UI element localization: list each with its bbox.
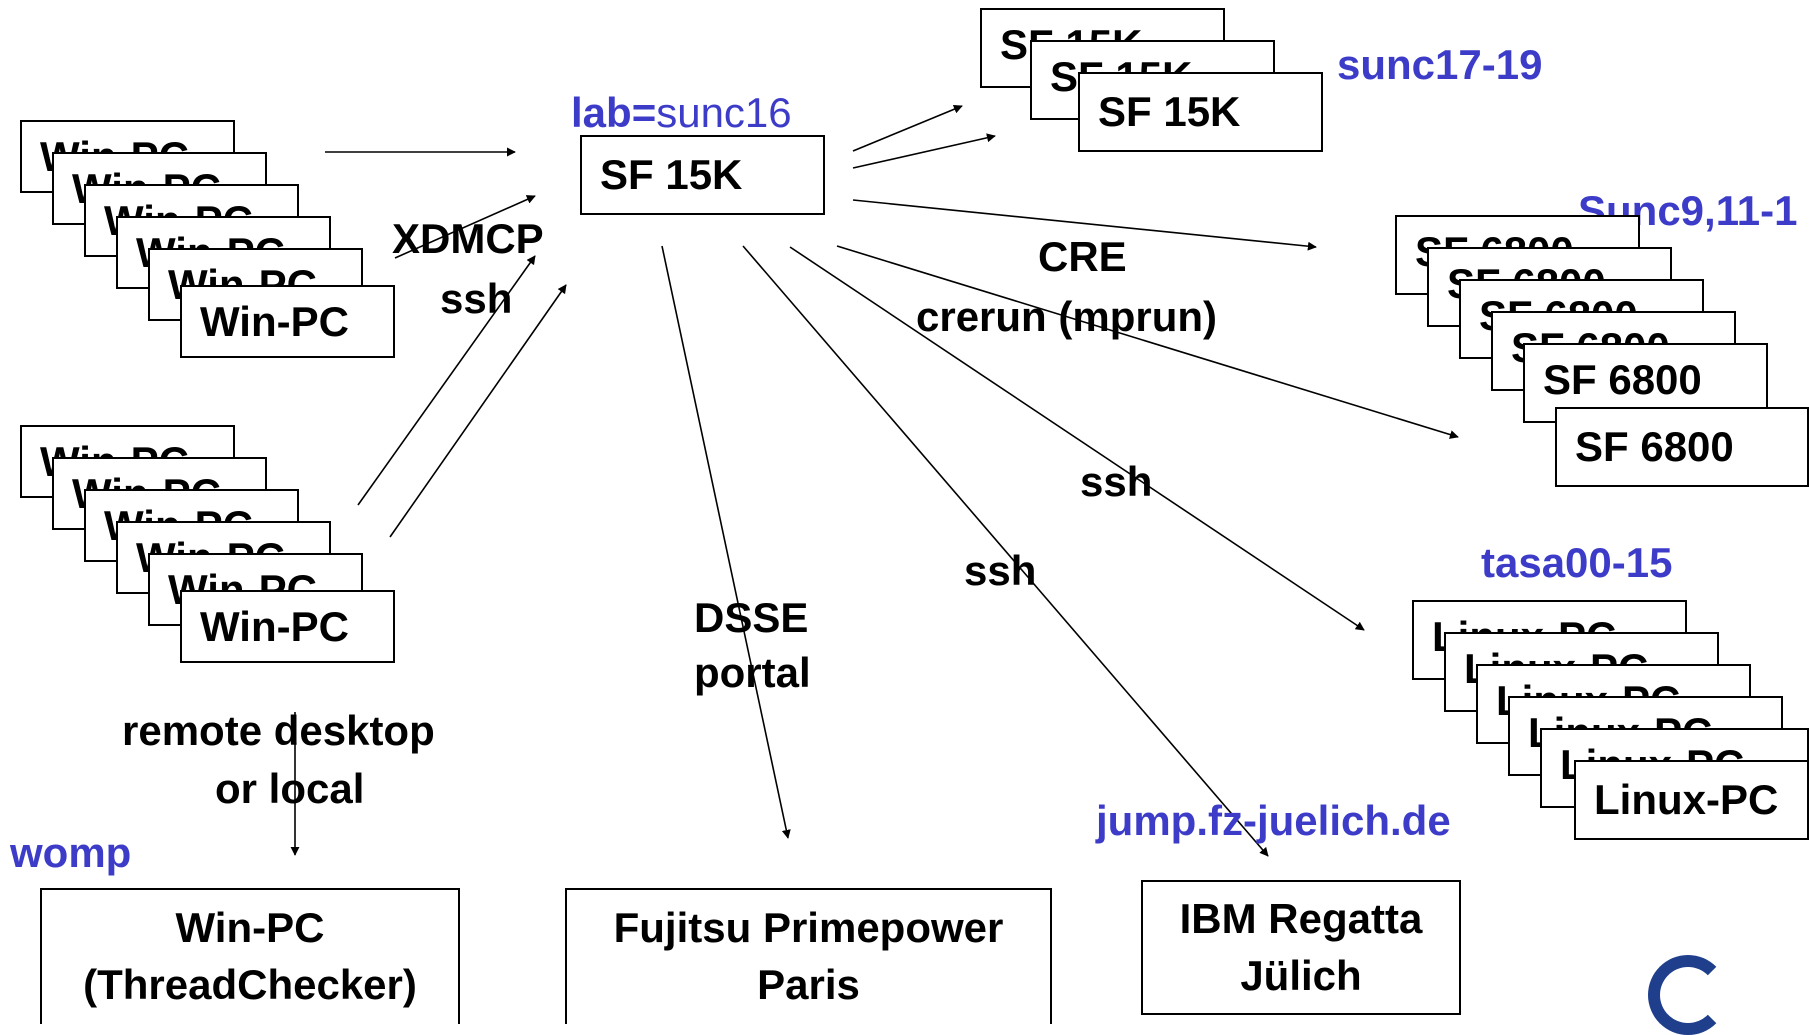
winpc-top-6: Win-PC — [180, 285, 395, 358]
fujitsu-node: Fujitsu Primepower Paris — [565, 888, 1052, 1024]
sf15k-main-node: SF 15K — [580, 135, 825, 215]
arrow-winpc-bottom-2 — [389, 284, 567, 538]
remote-desktop-label: remote desktop — [122, 707, 435, 754]
fujitsu-line1: Fujitsu Primepower — [613, 904, 1004, 952]
arrow-sf15k-to-fujitsu — [661, 245, 791, 839]
xdmcp-label: XDMCP — [392, 215, 544, 262]
winpc-threadchecker-line2: (ThreadChecker) — [83, 961, 417, 1008]
ibm-node: IBM Regatta Jülich — [1141, 880, 1461, 1015]
winpc-threadchecker-node: Win-PC (ThreadChecker) — [40, 888, 460, 1024]
cre-label: CRE — [1038, 233, 1127, 280]
sunc-hostname: sunc17-19 — [1337, 41, 1543, 88]
lab-key: lab — [571, 89, 632, 136]
arrow-sf15k-to-sf6800-cre — [836, 245, 1459, 439]
arrow-sf15k-to-cluster-2 — [852, 133, 996, 169]
lab-eq: = — [631, 89, 657, 136]
portal-label: portal — [694, 649, 811, 696]
dsse-label: DSSE — [694, 594, 809, 641]
sf6800-6: SF 6800 — [1555, 407, 1809, 487]
lab-hostname: lab=sunc16 — [571, 92, 792, 134]
crerun-label: crerun (mprun) — [916, 293, 1218, 340]
arrow-winpc-bottom-1 — [357, 255, 536, 506]
ibm-line1: IBM Regatta — [1179, 894, 1423, 942]
ssh-mid-label: ssh — [1080, 458, 1153, 505]
ssh-left-label: ssh — [440, 275, 513, 322]
lab-value: sunc16 — [656, 89, 792, 136]
tasa-hostname: tasa00-15 — [1481, 539, 1673, 586]
jump-hostname: jump.fz-juelich.de — [1096, 797, 1451, 844]
fujitsu-line2: Paris — [757, 961, 860, 1008]
winpc-threadchecker-line1: Win-PC — [175, 904, 325, 952]
or-local-label: or local — [215, 765, 365, 812]
linux-pc-6: Linux-PC — [1574, 760, 1809, 840]
winpc-bottom-6: Win-PC — [180, 590, 395, 663]
ssh-low-label: ssh — [964, 547, 1037, 594]
institution-logo-icon — [1648, 955, 1728, 1035]
arrow-sf15k-to-cluster-1 — [852, 104, 963, 152]
arrow-sf15k-to-ibm — [742, 245, 1269, 857]
arrow-sf15k-to-sf6800-top — [852, 199, 1317, 251]
ibm-line2: Jülich — [1240, 951, 1362, 999]
arrow-xdmcp — [394, 195, 536, 259]
womp-hostname: womp — [10, 829, 132, 876]
arrow-sf15k-to-linux — [789, 246, 1365, 631]
sf15k-cluster-3: SF 15K — [1078, 72, 1323, 152]
